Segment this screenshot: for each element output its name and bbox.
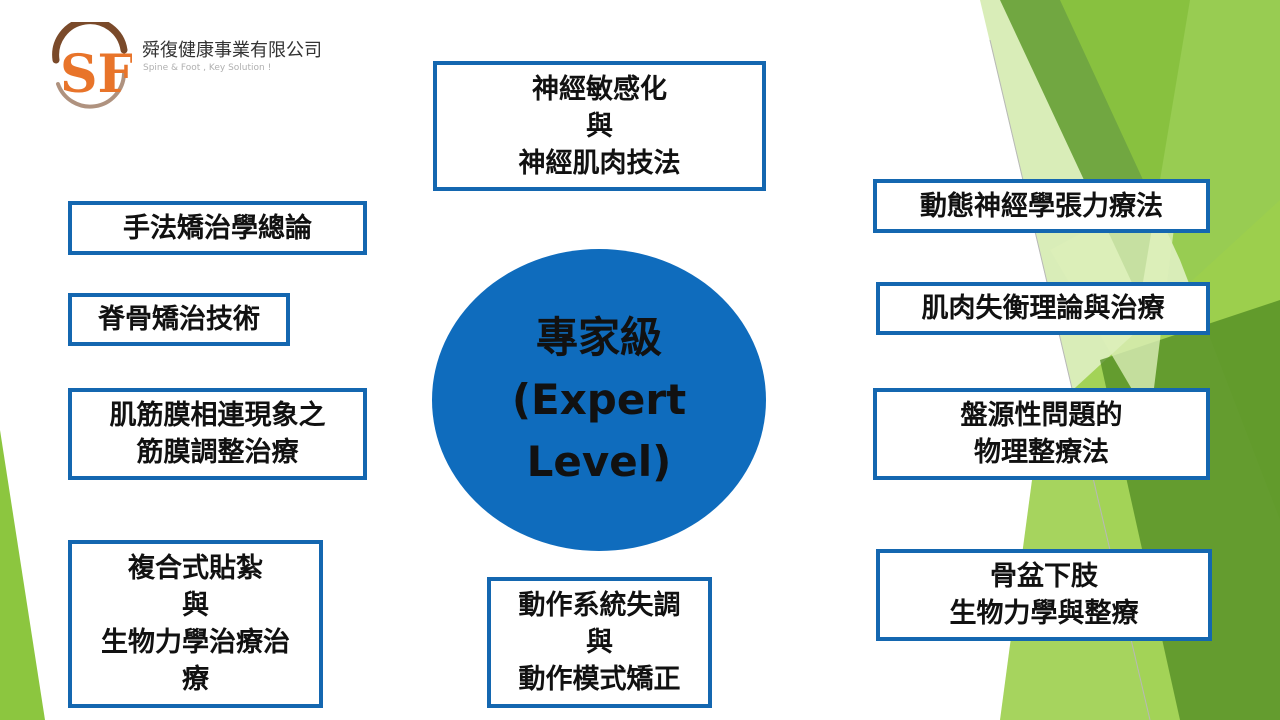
right-green-shard-mid xyxy=(1060,0,1280,520)
topic-line: 神經敏感化 xyxy=(532,73,667,105)
center-expert-level-circle: 專家級 (Expert Level) xyxy=(432,249,766,551)
company-logo: SF 舜復健康事業有限公司 Spine & Foot , Key Solutio… xyxy=(0,0,412,126)
topic-line: 肌筋膜相連現象之 xyxy=(109,400,326,431)
topic-line: 盤源性問題的 xyxy=(960,400,1123,431)
topic-line: 動作系統失調 xyxy=(518,590,681,621)
topic-manual-therapy: 手法矯治學總論 xyxy=(68,201,367,255)
topic-movement: 動作系統失調 與 動作模式矯正 xyxy=(487,577,712,708)
topic-line: 療 xyxy=(182,664,209,695)
topic-line: 筋膜調整治療 xyxy=(136,437,299,468)
topic-line: 神經肌肉技法 xyxy=(518,147,681,179)
company-tagline: Spine & Foot , Key Solution ! xyxy=(143,63,272,73)
center-line-1: 專家級 xyxy=(535,313,662,362)
topic-line: 動作模式矯正 xyxy=(518,664,681,695)
topic-muscle-imbalance: 肌肉失衡理論與治療 xyxy=(876,282,1210,335)
sf-monogram-icon: SF xyxy=(46,22,132,109)
topic-line: 複合式貼紮 xyxy=(128,553,263,584)
topic-spinal-correction: 脊骨矯治技術 xyxy=(68,293,290,346)
topic-disc-origin: 盤源性問題的 物理整療法 xyxy=(873,388,1210,480)
svg-text:SF: SF xyxy=(60,44,132,105)
left-green-shard xyxy=(0,430,45,720)
topic-pelvis-lower-limb: 骨盆下肢 生物力學與整療 xyxy=(876,549,1212,641)
topic-neural-sensitization: 神經敏感化 與 神經肌肉技法 xyxy=(433,61,766,191)
topic-line: 骨盆下肢 xyxy=(990,561,1098,592)
topic-fascia: 肌筋膜相連現象之 筋膜調整治療 xyxy=(68,388,367,480)
center-line-3: Level) xyxy=(526,437,672,486)
topic-neurodynamics: 動態神經學張力療法 xyxy=(873,179,1210,233)
topic-line: 脊骨矯治技術 xyxy=(98,304,260,335)
company-name: 舜復健康事業有限公司 xyxy=(142,40,322,61)
topic-line: 手法矯治學總論 xyxy=(123,212,312,244)
topic-line: 生物力學與整療 xyxy=(949,598,1139,629)
topic-line: 生物力學治療治 xyxy=(101,627,290,658)
topic-line: 肌肉失衡理論與治療 xyxy=(921,293,1165,324)
topic-taping: 複合式貼紮 與 生物力學治療治 療 xyxy=(68,540,323,708)
topic-line: 與 xyxy=(586,627,613,658)
topic-line: 動態神經學張力療法 xyxy=(920,190,1163,222)
topic-line: 與 xyxy=(586,110,613,142)
topic-line: 物理整療法 xyxy=(974,437,1109,468)
topic-line: 與 xyxy=(182,590,209,621)
center-line-2: (Expert xyxy=(511,375,687,424)
